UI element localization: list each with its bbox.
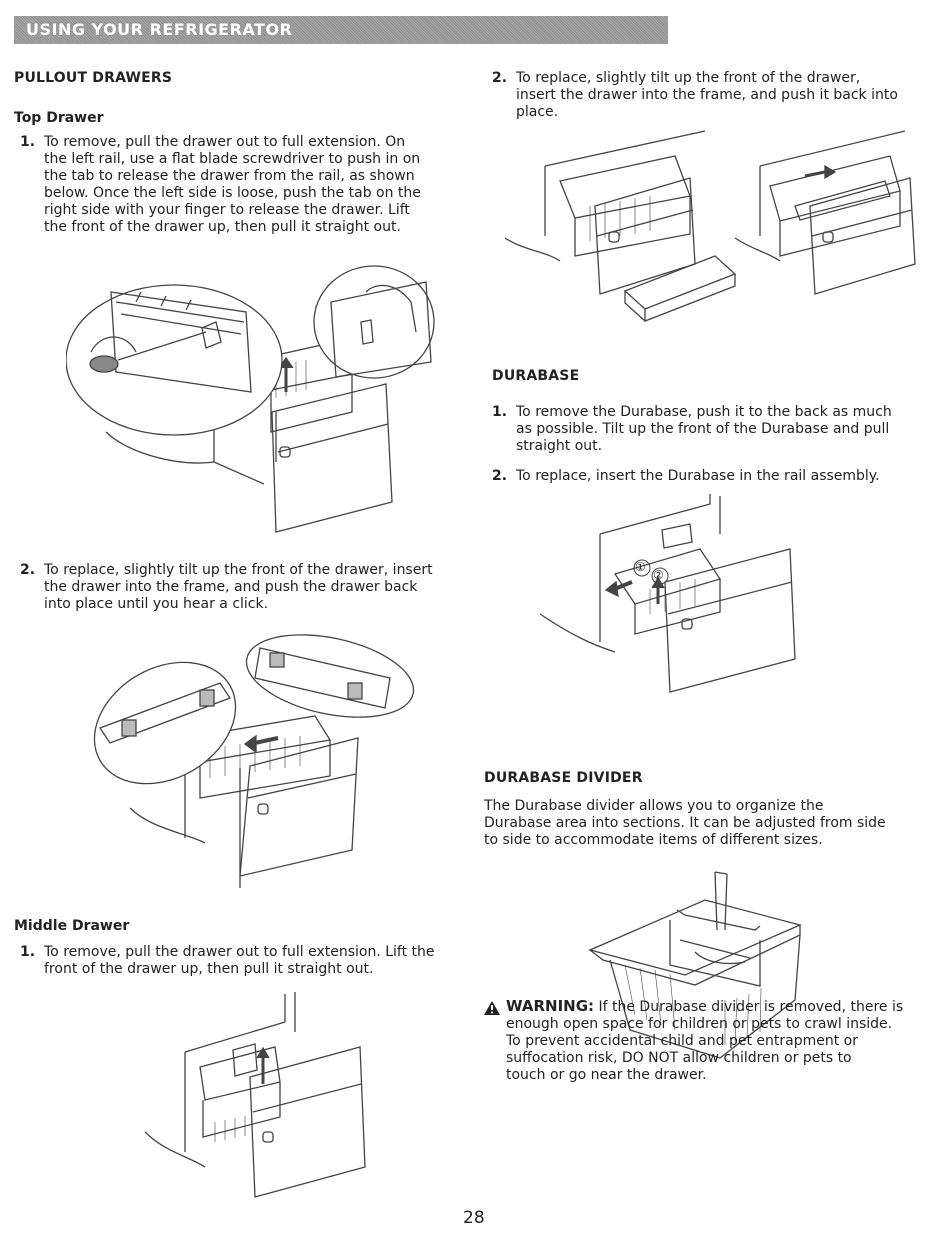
durabase-divider-description: The Durabase divider allows you to organ… bbox=[484, 798, 886, 848]
durabase-divider-figure bbox=[585, 870, 805, 1062]
durabase-step-2: 2. To replace, insert the Durabase in th… bbox=[492, 468, 880, 484]
warning-triangle-icon bbox=[483, 1000, 501, 1016]
callout-1: ① bbox=[635, 560, 646, 574]
durabase-step-1: 1. To remove the Durabase, push it to th… bbox=[492, 404, 892, 454]
durabase-divider-heading: DURABASE DIVIDER bbox=[484, 770, 643, 786]
top-drawer-replace-figure bbox=[90, 628, 440, 890]
pullout-drawers-heading: PULLOUT DRAWERS bbox=[14, 70, 173, 86]
top-drawer-heading: Top Drawer bbox=[14, 110, 104, 126]
warning-block: WARNING: If the Durabase divider is remo… bbox=[506, 997, 904, 1084]
section-banner: USING YOUR REFRIGERATOR bbox=[14, 16, 668, 44]
middle-drawer-step-1: 1. To remove, pull the drawer out to ful… bbox=[20, 944, 435, 977]
replace-drawer-figure bbox=[505, 126, 925, 336]
warning-label: WARNING: bbox=[506, 997, 595, 1015]
top-drawer-removal-figure bbox=[66, 262, 456, 534]
durabase-heading: DURABASE bbox=[492, 368, 580, 384]
durabase-removal-figure: ① ② bbox=[540, 494, 810, 698]
warning-first-line: If the Durabase divider is removed, ther… bbox=[598, 999, 904, 1015]
banner-title: USING YOUR REFRIGERATOR bbox=[26, 20, 293, 39]
middle-drawer-heading: Middle Drawer bbox=[14, 918, 130, 934]
middle-drawer-removal-figure bbox=[145, 992, 375, 1200]
callout-2: ② bbox=[653, 568, 664, 582]
replace-drawer-step: 2. To replace, slightly tilt up the fron… bbox=[492, 70, 898, 120]
top-drawer-step-1: 1. To remove, pull the drawer out to ful… bbox=[20, 134, 421, 235]
top-drawer-step-2: 2. To replace, slightly tilt up the fron… bbox=[20, 562, 433, 612]
page-number: 28 bbox=[463, 1208, 485, 1228]
